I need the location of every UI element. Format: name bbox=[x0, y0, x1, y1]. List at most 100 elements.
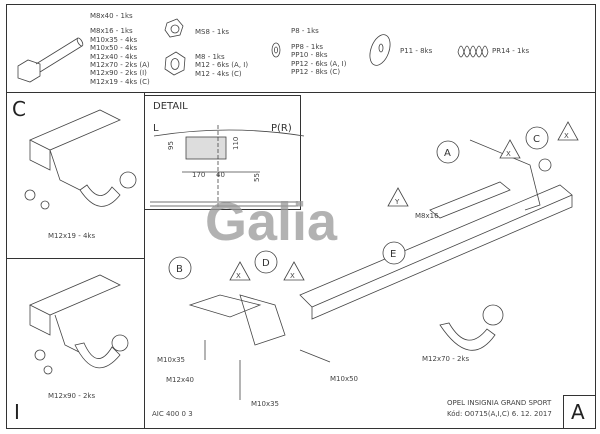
drawing-shape bbox=[79, 184, 121, 207]
drawing-label: 95 bbox=[167, 141, 175, 150]
drawing-shape bbox=[185, 136, 227, 160]
drawing-shape bbox=[299, 184, 573, 308]
drawing-shape bbox=[271, 42, 281, 58]
drawing-shape bbox=[168, 256, 192, 280]
label-m8x16: M8x16 bbox=[415, 212, 439, 220]
drawing-label: B bbox=[176, 264, 183, 275]
drawing-shape bbox=[164, 51, 186, 76]
spring-label: PR14 - 1ks bbox=[492, 47, 530, 55]
bolt-icon bbox=[17, 37, 84, 83]
drawing-shape bbox=[525, 126, 549, 150]
drawing-shape bbox=[538, 158, 552, 172]
spring-icon bbox=[457, 45, 489, 58]
drawing-shape bbox=[482, 304, 504, 326]
drawing-shape bbox=[436, 140, 460, 164]
towbar-main-drawing bbox=[188, 139, 573, 400]
drawing-shape bbox=[119, 171, 137, 189]
drawing-shape bbox=[29, 109, 121, 151]
drawing-label: X bbox=[236, 272, 241, 280]
panel-c-bolt-label: M12x19 - 4ks bbox=[48, 232, 96, 240]
detail-title: DETAIL bbox=[153, 101, 188, 112]
callout-e: E bbox=[382, 241, 406, 265]
drawing-shape bbox=[457, 50, 489, 58]
drawing-code: AIC 400 0 3 bbox=[152, 410, 193, 418]
label-m10x35-b: M10x35 bbox=[251, 400, 279, 408]
drawing-shape bbox=[24, 189, 36, 201]
callout-x: X X X X bbox=[229, 121, 579, 281]
drawing-label: X bbox=[564, 132, 569, 140]
drawing-shape bbox=[387, 187, 409, 207]
drawing-label: X bbox=[290, 272, 295, 280]
panel-i-letter: I bbox=[14, 400, 20, 424]
drawing-label: 55 bbox=[253, 173, 261, 182]
label-m12x40: M12x40 bbox=[166, 376, 194, 384]
drawing-shape bbox=[299, 349, 331, 363]
variant-box bbox=[563, 395, 596, 429]
detail-box bbox=[144, 95, 301, 210]
drawing-label: A bbox=[444, 148, 451, 159]
drawing-shape bbox=[382, 241, 406, 265]
drawing-shape bbox=[74, 342, 121, 369]
drawing-shape bbox=[34, 349, 46, 361]
vehicle-name: OPEL INSIGNIA GRAND SPORT bbox=[447, 399, 552, 407]
panel-i bbox=[6, 258, 145, 429]
drawing-shape bbox=[378, 43, 384, 53]
drawing-label: 170 bbox=[192, 171, 205, 179]
lock-nut-icon bbox=[164, 18, 184, 38]
drawing-shape bbox=[557, 121, 579, 141]
nut-icon bbox=[164, 51, 186, 76]
drawing-shape bbox=[40, 200, 50, 210]
drawing-shape bbox=[39, 45, 83, 73]
detail-right-label: P(R) bbox=[271, 123, 292, 134]
variant-letter: A bbox=[571, 400, 585, 424]
callout-d: D bbox=[254, 250, 278, 274]
drawing-shape bbox=[49, 149, 81, 191]
drawing-shape bbox=[170, 58, 180, 70]
galia-logo: Galia bbox=[205, 192, 338, 252]
drawing-shape bbox=[29, 305, 51, 336]
drawing-shape bbox=[43, 365, 53, 375]
drawing-shape bbox=[17, 59, 41, 83]
drawing-shape bbox=[76, 37, 84, 47]
drawing-label: Y bbox=[394, 198, 400, 206]
drawing-shape bbox=[29, 140, 51, 171]
drawing-label: 40 bbox=[216, 171, 225, 179]
drawing-label: X bbox=[506, 150, 511, 158]
drawing-shape bbox=[369, 34, 391, 66]
drawing-label: E bbox=[390, 249, 396, 260]
hitch-i-drawing bbox=[29, 274, 129, 375]
washer-small-icon bbox=[271, 42, 281, 58]
drawing-shape bbox=[239, 294, 286, 346]
panel-i-bolt-label: M12x90 - 2ks bbox=[48, 392, 96, 400]
drawing-shape bbox=[188, 294, 262, 318]
drawing-shape bbox=[153, 129, 305, 137]
callout-y: Y bbox=[387, 187, 409, 207]
drawing-shape bbox=[457, 45, 489, 53]
kod-date: Kód: O0715(A,I,C) 6. 12. 2017 bbox=[447, 410, 552, 418]
drawing-label: 110 bbox=[232, 137, 240, 150]
callout-a: A bbox=[436, 140, 460, 164]
detail-drawing bbox=[150, 125, 305, 210]
drawing-shape bbox=[283, 261, 305, 281]
drawing-shape bbox=[469, 139, 541, 211]
drawing-shape bbox=[35, 37, 79, 65]
drawing-shape bbox=[311, 195, 573, 320]
washer-small-label: P8 - 1ks bbox=[291, 27, 319, 35]
drawing-shape bbox=[273, 46, 278, 54]
panel-c-letter: C bbox=[12, 97, 26, 121]
detail-left-label: L bbox=[153, 123, 159, 134]
washer-large-icon bbox=[369, 34, 391, 66]
drawing-shape bbox=[29, 274, 121, 316]
hitch-c-drawing bbox=[24, 109, 137, 210]
drawing-shape bbox=[229, 261, 251, 281]
label-m12x70: M12x70 - 2ks bbox=[422, 355, 469, 363]
label-m10x35-a: M10x35 bbox=[157, 356, 185, 364]
drawing-shape bbox=[429, 181, 511, 219]
parts-strip bbox=[6, 4, 596, 93]
drawing-shape bbox=[111, 334, 129, 352]
washer-large-label: P11 - 8ks bbox=[400, 47, 433, 55]
drawing-shape bbox=[170, 24, 180, 34]
